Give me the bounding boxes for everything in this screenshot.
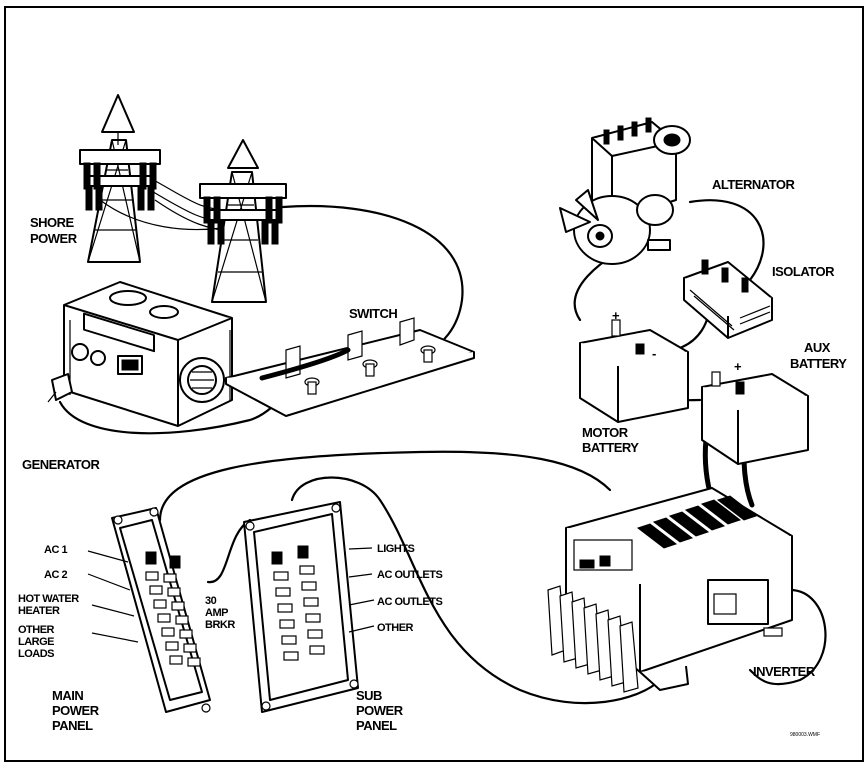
label-motor-battery-1: MOTOR	[582, 425, 629, 440]
isolator-icon	[683, 259, 773, 339]
label-other-sub: OTHER	[377, 622, 414, 634]
label-main-power-panel-2: POWER	[52, 703, 100, 718]
label-breaker-1: 30	[205, 595, 217, 607]
label-main-power-panel-3: PANEL	[52, 718, 93, 733]
label-aux-battery-1: AUX	[804, 340, 831, 355]
pylon-left-icon	[79, 94, 161, 263]
transfer-switch-icon	[225, 317, 475, 417]
main-panel-breakers	[145, 571, 201, 667]
label-inverter: INVERTER	[753, 664, 816, 679]
label-sub-power-panel-1: SUB	[356, 688, 382, 703]
label-main-power-panel-1: MAIN	[52, 688, 83, 703]
label-hot-water: HOT WATER	[18, 593, 79, 605]
label-ac1: AC 1	[44, 544, 67, 556]
inverter-icon	[547, 487, 793, 693]
label-figure-code: 980003.WMF	[790, 732, 820, 738]
sub-power-panel-icon	[243, 501, 359, 713]
label-heater: HEATER	[18, 605, 60, 617]
label-motor-battery-minus: -	[652, 346, 656, 361]
label-large: LARGE	[18, 636, 54, 648]
sub-panel-breakers	[273, 565, 325, 661]
aux-battery-icon	[701, 371, 809, 465]
label-other-main: OTHER	[18, 624, 55, 636]
label-ac-outlets-2: AC OUTLETS	[377, 596, 442, 608]
label-breaker-3: BRKR	[205, 619, 235, 631]
label-alternator: ALTERNATOR	[712, 177, 795, 192]
label-sub-power-panel-3: PANEL	[356, 718, 397, 733]
label-motor-battery-plus: +	[612, 308, 620, 323]
label-sub-power-panel-2: POWER	[356, 703, 404, 718]
label-shore-power-1: SHORE	[30, 215, 75, 230]
main-power-panel-icon	[111, 507, 211, 713]
label-lights: LIGHTS	[377, 543, 414, 555]
label-shore-power-2: POWER	[30, 231, 78, 246]
label-ac2: AC 2	[44, 569, 67, 581]
leader-lines	[87, 547, 375, 643]
label-aux-battery-plus: +	[734, 359, 742, 374]
label-breaker-2: AMP	[205, 607, 228, 619]
label-generator: GENERATOR	[22, 457, 100, 472]
label-switch: SWITCH	[349, 306, 397, 321]
label-motor-battery-2: BATTERY	[582, 440, 639, 455]
label-loads: LOADS	[18, 648, 54, 660]
pylon-right-icon	[199, 139, 287, 303]
shore-power-pylons	[79, 94, 287, 303]
label-aux-battery-2: BATTERY	[790, 356, 847, 371]
labels: SHORE POWER GENERATOR SWITCH ALTERNATOR …	[18, 177, 848, 738]
alternator-icon	[559, 117, 691, 265]
motor-battery-icon	[579, 319, 689, 423]
label-isolator: ISOLATOR	[772, 264, 835, 279]
generator-icon	[47, 281, 233, 427]
label-ac-outlets-1: AC OUTLETS	[377, 569, 442, 581]
